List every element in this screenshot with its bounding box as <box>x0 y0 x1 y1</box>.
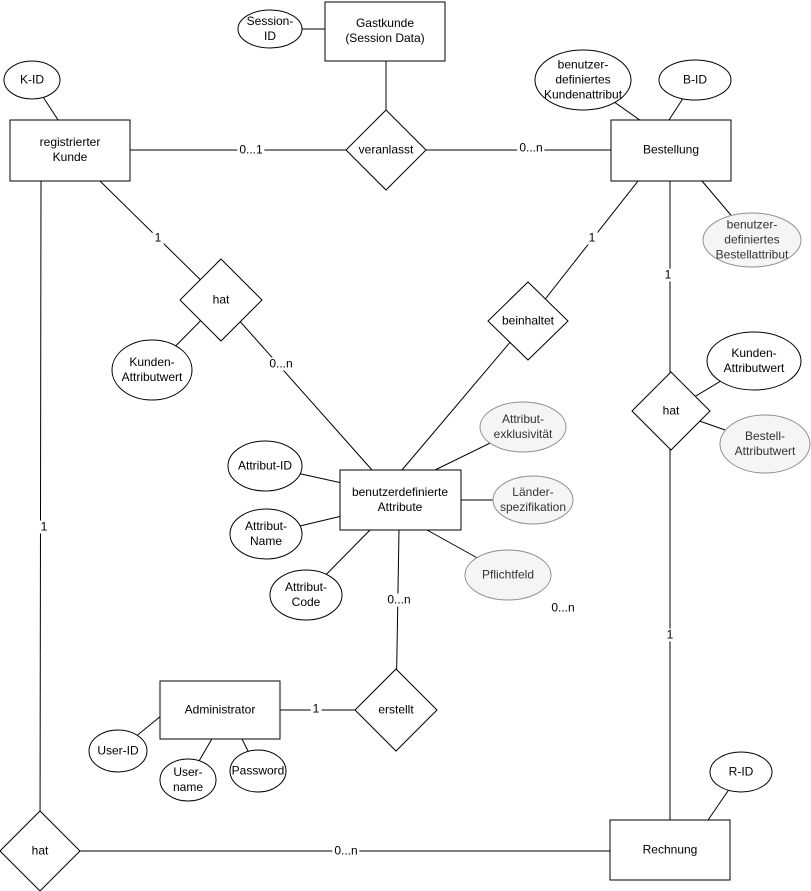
attribute-benutzerdefiniertes-bestellattribut <box>702 212 802 268</box>
attribute-attribut-name <box>229 508 303 560</box>
edge-beinhaltet-attribute <box>401 320 529 471</box>
attribute-attribut-code <box>269 569 343 621</box>
entity-administrator <box>159 680 281 740</box>
diagram-entities <box>9 1 732 881</box>
attribute-password <box>229 749 287 793</box>
entity-rechnung <box>609 819 731 881</box>
attribute-bestell-attributwert <box>719 414 811 474</box>
diagram-attributes <box>3 9 811 802</box>
relationship-hat-bestellung-attribut <box>631 371 711 451</box>
relationship-veranlasst <box>345 109 427 191</box>
attribute-k-id <box>3 60 61 100</box>
edge-kunde-hat-rechnung <box>39 180 42 852</box>
attribute-attribut-id <box>227 440 303 492</box>
edge-bestellung-beinhaltet <box>527 180 639 322</box>
entity-bestellung <box>610 119 732 182</box>
diagram-relationships <box>0 109 711 891</box>
attribute-attribut-exklusivitaet <box>479 401 567 453</box>
attribute-laenderspezifikation <box>492 475 574 525</box>
attribute-r-id <box>709 751 773 793</box>
attribute-user-name <box>159 758 217 802</box>
relationship-beinhaltet <box>487 281 569 361</box>
attribute-session-id <box>237 9 303 49</box>
attribute-kunden-attributwert-links <box>111 339 193 401</box>
attribute-pflichtfeld <box>464 549 552 601</box>
entity-gastkunde <box>324 1 446 62</box>
attribute-b-id <box>658 59 732 101</box>
relationship-hat-kunde-rechnung <box>0 810 81 891</box>
attribute-benutzerdefiniertes-kundenattribut <box>534 49 632 111</box>
relationship-erstellt <box>354 668 438 752</box>
relationship-hat-kunde-attribut <box>179 258 263 342</box>
edge-hat-attribute <box>220 299 373 471</box>
attribute-kunden-attributwert-rechts <box>706 331 802 391</box>
entity-registrierter-kunde <box>9 119 131 182</box>
attribute-user-id <box>88 729 148 773</box>
entity-benutzerdefinierte-attribute <box>339 469 462 531</box>
